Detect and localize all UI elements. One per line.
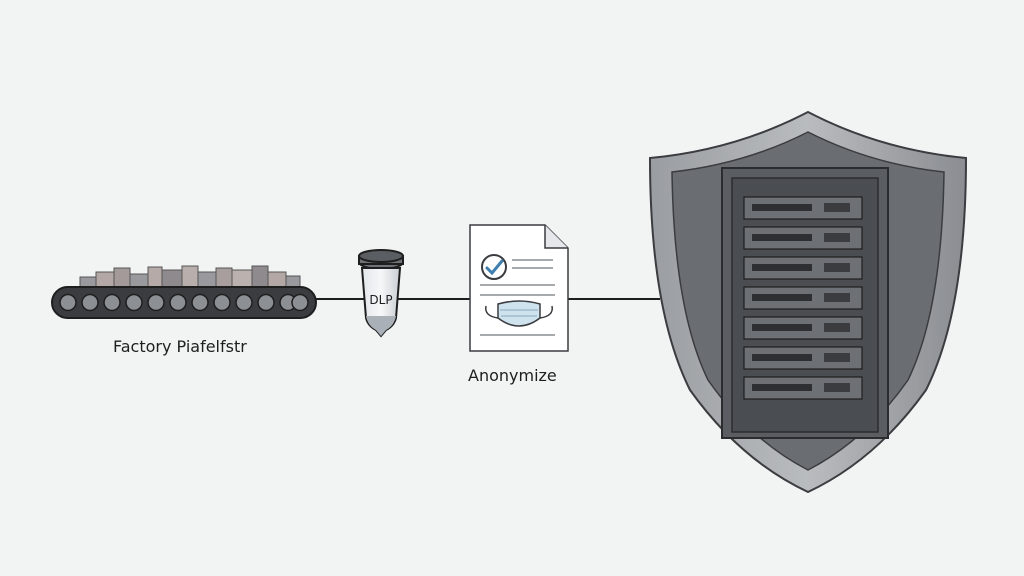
dlp-label: DLP xyxy=(369,293,392,307)
belt-rollers xyxy=(59,293,309,312)
shield-server-icon xyxy=(648,110,968,494)
anonymize-label: Anonymize xyxy=(468,366,557,385)
factory-pipeline-label: Factory Piafelfstr xyxy=(113,337,247,356)
anonymize-document-icon xyxy=(469,224,569,352)
check-badge-icon xyxy=(481,254,507,280)
server-unit-details xyxy=(752,203,850,392)
face-mask-icon xyxy=(485,300,553,327)
dlp-filter-icon: DLP xyxy=(358,249,404,338)
conveyor-belt-icon xyxy=(51,265,317,319)
conveyor-boxes xyxy=(79,265,301,290)
